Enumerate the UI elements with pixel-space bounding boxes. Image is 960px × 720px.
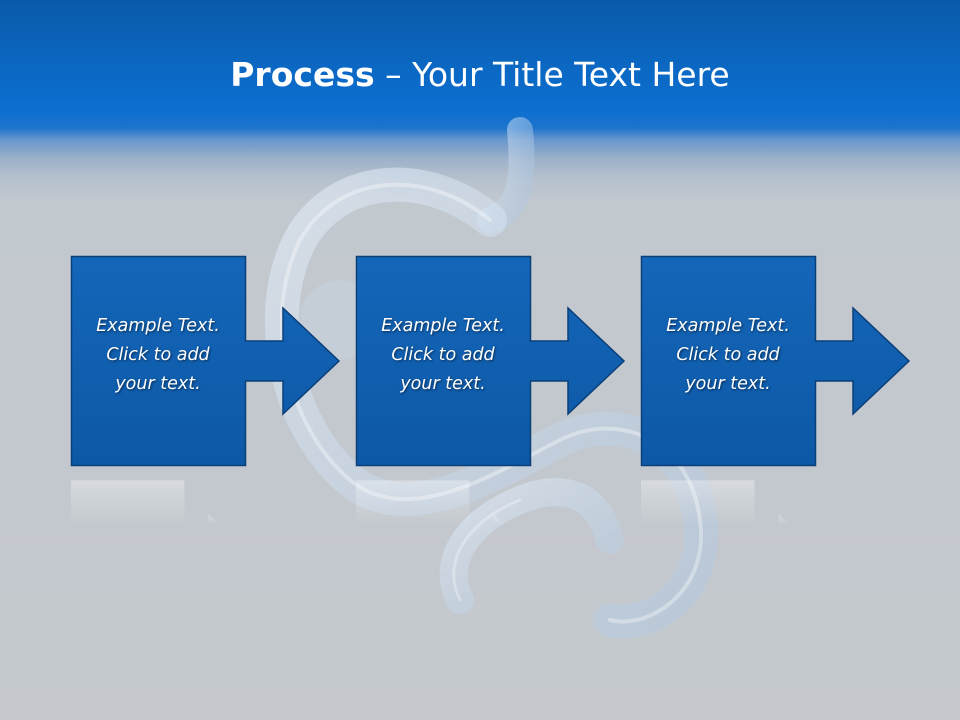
step-1-text[interactable]: Example Text. Click to add your text. <box>96 316 220 394</box>
header-band <box>0 0 960 200</box>
slide-title: Process – Your Title Text Here <box>0 50 960 100</box>
step-2-reflection <box>356 480 506 526</box>
right-arrow-icon <box>355 255 626 467</box>
title-rest-text: – Your Title Text Here <box>374 55 730 94</box>
step-3-text[interactable]: Example Text. Click to add your text. <box>666 316 790 394</box>
right-arrow-icon <box>70 255 341 467</box>
step-2-text[interactable]: Example Text. Click to add your text. <box>381 316 505 394</box>
process-step-1[interactable]: Example Text. Click to add your text. <box>70 255 341 467</box>
process-step-2[interactable]: Example Text. Click to add your text. <box>355 255 626 467</box>
process-step-3[interactable]: Example Text. Click to add your text. <box>640 255 911 467</box>
right-arrow-icon <box>640 255 911 467</box>
title-bold-text: Process <box>230 55 375 94</box>
step-1-reflection <box>71 480 221 526</box>
step-3-reflection <box>641 480 791 526</box>
